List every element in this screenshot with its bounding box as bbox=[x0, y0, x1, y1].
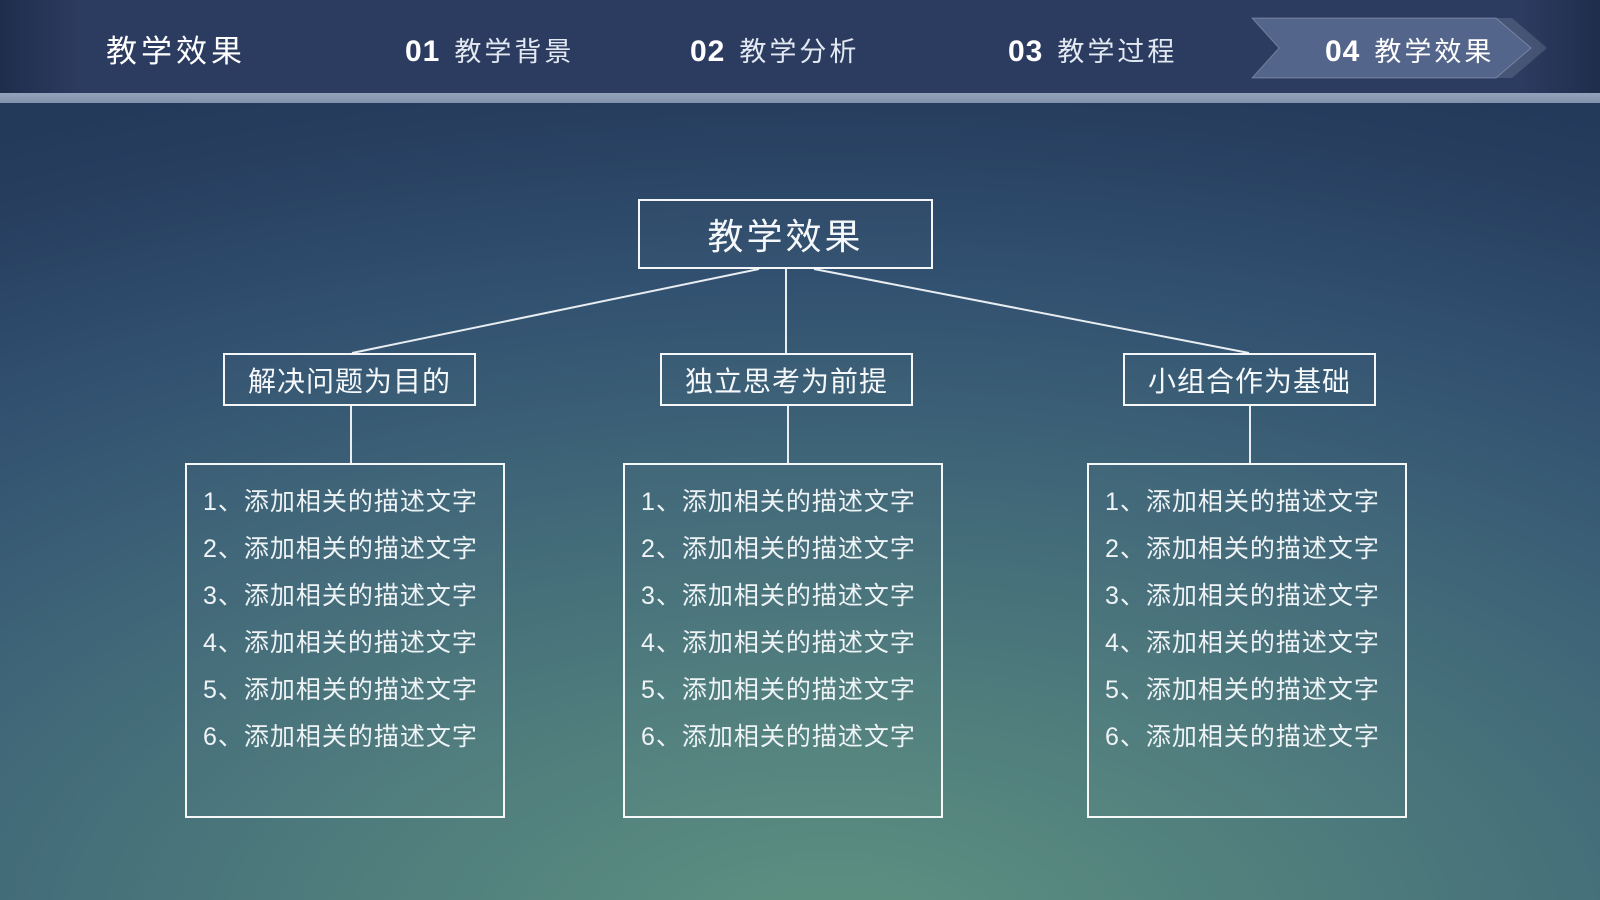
item-text: 添加相关的描述文字 bbox=[1145, 628, 1380, 657]
nav-item-04-label: 教学效果 bbox=[1374, 37, 1495, 67]
list-item: 6、添加相关的描述文字 bbox=[641, 711, 927, 758]
branch-1-list-box: 1、添加相关的描述文字 2、添加相关的描述文字 3、添加相关的描述文字 4、添加… bbox=[185, 463, 505, 818]
branch-node-1: 解决问题为目的 bbox=[223, 353, 476, 406]
item-number: 1、 bbox=[1105, 487, 1146, 516]
item-text: 添加相关的描述文字 bbox=[1145, 487, 1380, 516]
item-text: 添加相关的描述文字 bbox=[1145, 534, 1380, 563]
list-item: 5、添加相关的描述文字 bbox=[1105, 664, 1391, 711]
list-item: 1、添加相关的描述文字 bbox=[641, 476, 927, 523]
list-item: 2、添加相关的描述文字 bbox=[1105, 523, 1391, 570]
item-text: 添加相关的描述文字 bbox=[681, 675, 916, 704]
list-item: 3、添加相关的描述文字 bbox=[203, 570, 489, 617]
nav-item-04-active[interactable]: 04 教学效果 bbox=[1325, 35, 1494, 69]
nav-item-02-label: 教学分析 bbox=[739, 37, 860, 67]
item-text: 添加相关的描述文字 bbox=[1145, 581, 1380, 610]
item-number: 4、 bbox=[1105, 628, 1146, 657]
header-divider bbox=[0, 93, 1600, 103]
item-number: 2、 bbox=[1105, 534, 1146, 563]
list-item: 5、添加相关的描述文字 bbox=[641, 664, 927, 711]
item-number: 3、 bbox=[203, 581, 244, 610]
item-number: 3、 bbox=[641, 581, 682, 610]
header-bar: 教学效果 01 教学背景 02 教学分析 03 教学过程 04 教学效果 bbox=[0, 0, 1600, 93]
item-text: 添加相关的描述文字 bbox=[243, 487, 478, 516]
list-item: 2、添加相关的描述文字 bbox=[641, 523, 927, 570]
nav-item-01[interactable]: 01 教学背景 bbox=[405, 35, 574, 69]
item-text: 添加相关的描述文字 bbox=[243, 581, 478, 610]
item-number: 1、 bbox=[203, 487, 244, 516]
branch-3-list: 1、添加相关的描述文字 2、添加相关的描述文字 3、添加相关的描述文字 4、添加… bbox=[1089, 465, 1405, 758]
nav-item-04-number: 04 bbox=[1325, 35, 1361, 68]
chevron-arrow-icon bbox=[1250, 17, 1532, 79]
active-tab-arrow-shape bbox=[1250, 17, 1547, 79]
list-item: 4、添加相关的描述文字 bbox=[641, 617, 927, 664]
nav-item-03[interactable]: 03 教学过程 bbox=[1008, 35, 1177, 69]
branch-3-list-box: 1、添加相关的描述文字 2、添加相关的描述文字 3、添加相关的描述文字 4、添加… bbox=[1087, 463, 1407, 818]
list-item: 5、添加相关的描述文字 bbox=[203, 664, 489, 711]
list-item: 3、添加相关的描述文字 bbox=[1105, 570, 1391, 617]
item-text: 添加相关的描述文字 bbox=[681, 722, 916, 751]
nav-item-02[interactable]: 02 教学分析 bbox=[690, 35, 859, 69]
item-text: 添加相关的描述文字 bbox=[681, 487, 916, 516]
list-item: 1、添加相关的描述文字 bbox=[1105, 476, 1391, 523]
item-number: 1、 bbox=[641, 487, 682, 516]
item-number: 6、 bbox=[1105, 722, 1146, 751]
item-number: 5、 bbox=[641, 675, 682, 704]
branch-node-1-title: 解决问题为目的 bbox=[247, 365, 451, 397]
item-text: 添加相关的描述文字 bbox=[681, 581, 916, 610]
item-number: 2、 bbox=[641, 534, 682, 563]
nav-item-01-label: 教学背景 bbox=[454, 37, 575, 67]
list-item: 6、添加相关的描述文字 bbox=[203, 711, 489, 758]
item-text: 添加相关的描述文字 bbox=[681, 628, 916, 657]
branch-node-3: 小组合作为基础 bbox=[1123, 353, 1376, 406]
item-text: 添加相关的描述文字 bbox=[243, 722, 478, 751]
branch-2-list: 1、添加相关的描述文字 2、添加相关的描述文字 3、添加相关的描述文字 4、添加… bbox=[625, 465, 941, 758]
nav-item-01-number: 01 bbox=[405, 35, 441, 68]
branch-node-2: 独立思考为前提 bbox=[660, 353, 913, 406]
list-item: 1、添加相关的描述文字 bbox=[203, 476, 489, 523]
nav-item-03-number: 03 bbox=[1008, 35, 1044, 68]
item-text: 添加相关的描述文字 bbox=[1145, 675, 1380, 704]
item-text: 添加相关的描述文字 bbox=[681, 534, 916, 563]
item-text: 添加相关的描述文字 bbox=[1145, 722, 1380, 751]
item-number: 5、 bbox=[1105, 675, 1146, 704]
branch-node-3-title: 小组合作为基础 bbox=[1147, 365, 1351, 397]
item-number: 2、 bbox=[203, 534, 244, 563]
list-item: 4、添加相关的描述文字 bbox=[203, 617, 489, 664]
root-node-title: 教学效果 bbox=[707, 216, 864, 257]
list-item: 6、添加相关的描述文字 bbox=[1105, 711, 1391, 758]
item-text: 添加相关的描述文字 bbox=[243, 628, 478, 657]
item-text: 添加相关的描述文字 bbox=[243, 675, 478, 704]
item-text: 添加相关的描述文字 bbox=[243, 534, 478, 563]
item-number: 4、 bbox=[203, 628, 244, 657]
branch-2-list-box: 1、添加相关的描述文字 2、添加相关的描述文字 3、添加相关的描述文字 4、添加… bbox=[623, 463, 943, 818]
list-item: 3、添加相关的描述文字 bbox=[641, 570, 927, 617]
chevron-arrow-echo-icon bbox=[1496, 18, 1547, 78]
branch-1-list: 1、添加相关的描述文字 2、添加相关的描述文字 3、添加相关的描述文字 4、添加… bbox=[187, 465, 503, 758]
item-number: 5、 bbox=[203, 675, 244, 704]
list-item: 2、添加相关的描述文字 bbox=[203, 523, 489, 570]
item-number: 4、 bbox=[641, 628, 682, 657]
nav-item-03-label: 教学过程 bbox=[1057, 37, 1178, 67]
section-title: 教学效果 bbox=[106, 34, 246, 69]
list-item: 4、添加相关的描述文字 bbox=[1105, 617, 1391, 664]
item-number: 3、 bbox=[1105, 581, 1146, 610]
branch-node-2-title: 独立思考为前提 bbox=[684, 365, 888, 397]
root-node: 教学效果 bbox=[638, 199, 933, 269]
item-number: 6、 bbox=[641, 722, 682, 751]
item-number: 6、 bbox=[203, 722, 244, 751]
nav-item-02-number: 02 bbox=[690, 35, 726, 68]
